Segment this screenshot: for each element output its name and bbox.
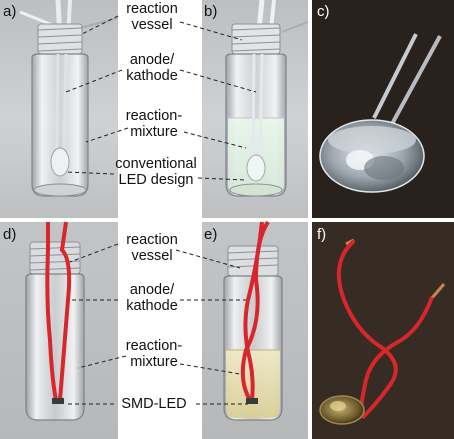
panel-label-f: f) (317, 226, 327, 243)
bottom-label-reaction-vessel-line2: vessel (131, 248, 173, 264)
panel-label-d: d) (3, 226, 17, 243)
top-label-anode-kathode-line1: anode/ (129, 52, 175, 68)
panel-label-c: c) (317, 3, 330, 20)
top-label-reaction-mixture-line1: reaction- (125, 108, 183, 124)
bottom-label-smd-led: SMD-LED (121, 396, 187, 412)
top-label-reaction-vessel-line1: reaction (126, 1, 178, 17)
bottom-label-reaction-vessel: reaction vessel (112, 232, 192, 264)
panel-f-photo (312, 222, 454, 439)
panel-e-photo (202, 220, 308, 439)
top-label-anode-kathode: anode/ kathode (112, 52, 192, 84)
panel-label-e: e) (204, 226, 218, 243)
bottom-label-reaction-mixture: reaction- mixture (112, 338, 196, 370)
panel-label-a: a) (3, 3, 17, 20)
top-label-conventional-led: conventional LED design (108, 156, 204, 188)
panel-c-photo (312, 0, 454, 218)
bottom-label-anode-kathode: anode/ kathode (112, 282, 192, 314)
top-label-reaction-mixture-line2: mixture (130, 124, 178, 140)
top-label-reaction-mixture: reaction- mixture (112, 108, 196, 140)
bottom-label-reaction-vessel-line1: reaction (126, 232, 178, 248)
panel-b-photo (202, 0, 309, 218)
top-label-reaction-vessel-line2: vessel (131, 17, 173, 33)
panel-d-photo (0, 221, 118, 439)
top-label-conventional-led-line1: conventional (115, 156, 197, 172)
bottom-leader-lines (66, 243, 248, 405)
panel-label-b: b) (204, 3, 218, 20)
bottom-label-reaction-mixture-line1: reaction- (125, 338, 183, 354)
panel-a-photo (0, 0, 119, 218)
bottom-label-anode-kathode-line1: anode/ (129, 282, 175, 298)
top-leader-lines (65, 15, 257, 181)
top-label-anode-kathode-line2: kathode (126, 68, 178, 84)
top-label-reaction-vessel: reaction vessel (112, 1, 192, 33)
bottom-label-anode-kathode-line2: kathode (126, 298, 178, 314)
bottom-label-reaction-mixture-line2: mixture (130, 354, 178, 370)
top-label-conventional-led-line2: LED design (118, 172, 194, 188)
